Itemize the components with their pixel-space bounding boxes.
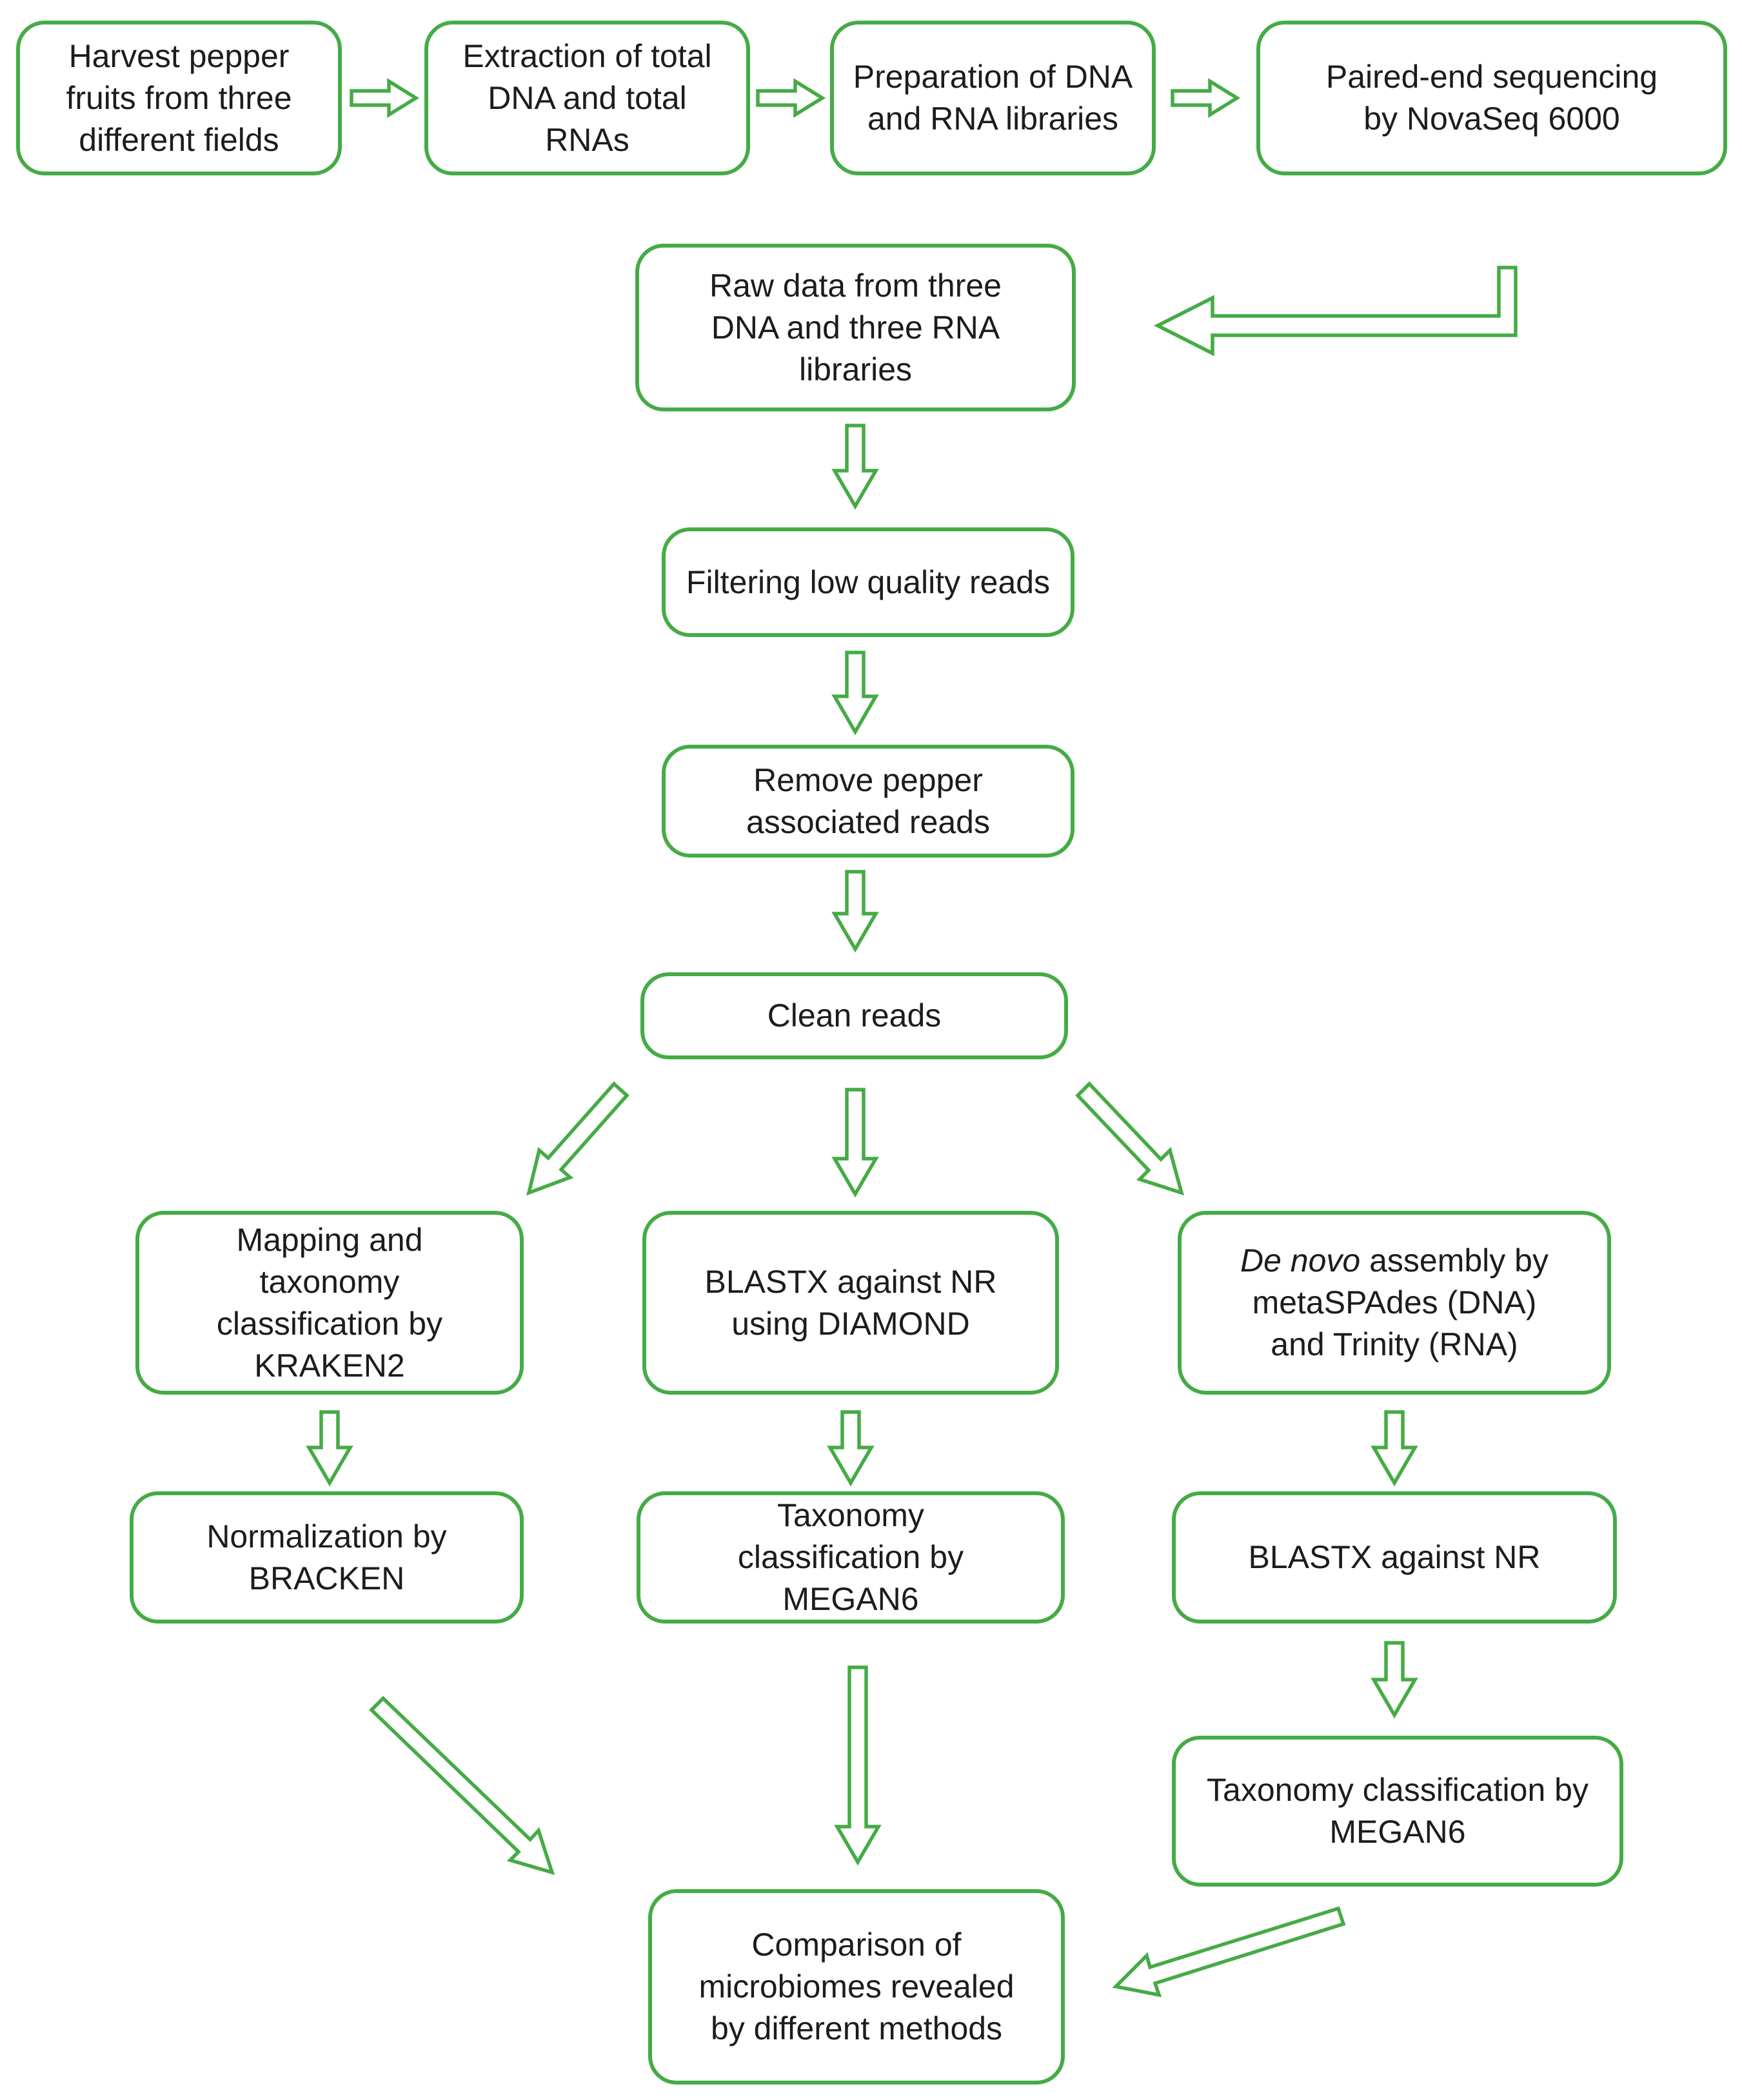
- node-denovo: De novo assembly by metaSPAdes (DNA) and…: [1178, 1211, 1611, 1395]
- node-label: Extraction of total DNA and total RNAs: [462, 37, 712, 158]
- node-label: BLASTX against NR using DIAMOND: [704, 1263, 997, 1342]
- node-label: Taxonomy classification by MEGAN6: [737, 1497, 964, 1617]
- node-harvest: Harvest pepper fruits from three differe…: [16, 21, 342, 175]
- arrow-harvest-extraction: [350, 78, 420, 118]
- arrow-cleanreads-denovo: [1075, 1081, 1184, 1196]
- node-label: Filtering low quality reads: [686, 564, 1051, 600]
- node-label: Taxonomy classification by MEGAN6: [1207, 1772, 1589, 1850]
- node-label: Comparison of microbiomes revealed by di…: [698, 1927, 1015, 2046]
- node-label: BLASTX against NR: [1248, 1539, 1541, 1575]
- arrow-cleanreads-diamond: [831, 1088, 879, 1198]
- arrow-blastx-megancontigs: [1371, 1641, 1418, 1719]
- node-label: Normalization by BRACKEN: [206, 1518, 447, 1596]
- node-label-rest: assembly by metaSPAdes (DNA) and Trinity…: [1252, 1242, 1549, 1362]
- arrow-cleanreads-kraken: [526, 1081, 629, 1196]
- node-label: Preparation of DNA and RNA libraries: [853, 59, 1133, 137]
- node-diamond: BLASTX against NR using DIAMOND: [642, 1211, 1059, 1395]
- node-blastx-contigs: BLASTX against NR: [1172, 1491, 1617, 1624]
- node-clean-reads: Clean reads: [640, 972, 1068, 1059]
- arrow-extraction-preparation: [756, 78, 826, 118]
- node-label: Clean reads: [767, 997, 942, 1034]
- node-preparation: Preparation of DNA and RNA libraries: [830, 21, 1156, 175]
- arrow-preparation-sequencing: [1171, 78, 1241, 118]
- node-kraken: Mapping and taxonomy classification by K…: [135, 1211, 524, 1395]
- node-label: Harvest pepper fruits from three differe…: [66, 37, 292, 158]
- node-comparison: Comparison of microbiomes revealed by di…: [648, 1889, 1065, 2085]
- arrow-remove-cleanreads: [831, 870, 879, 953]
- arrow-rawdata-filtering: [831, 424, 879, 510]
- node-label: Raw data from three DNA and three RNA li…: [709, 267, 1002, 388]
- arrow-sequencing-rawdata: [1153, 266, 1518, 357]
- node-sequencing: Paired-end sequencing by NovaSeq 6000: [1256, 21, 1727, 175]
- node-label: De novo assembly by metaSPAdes (DNA) and…: [1230, 1240, 1559, 1366]
- node-megan-contigs: Taxonomy classification by MEGAN6: [1172, 1736, 1623, 1887]
- node-remove-pepper: Remove pepper associated reads: [662, 745, 1074, 858]
- arrow-filtering-remove: [831, 651, 879, 736]
- arrow-meganreads-comparison: [834, 1665, 882, 1866]
- arrow-denovo-blastx: [1371, 1410, 1418, 1487]
- node-label: Paired-end sequencing by NovaSeq 6000: [1325, 59, 1658, 137]
- node-raw-data: Raw data from three DNA and three RNA li…: [635, 244, 1076, 411]
- node-extraction: Extraction of total DNA and total RNAs: [424, 21, 750, 175]
- arrow-diamond-meganreads: [827, 1410, 875, 1487]
- arrow-bracken-comparison: [369, 1696, 555, 1876]
- arrow-megancontigs-comparison: [1112, 1906, 1346, 1997]
- node-label-italic: De novo: [1240, 1242, 1361, 1279]
- node-filtering: Filtering low quality reads: [662, 527, 1074, 637]
- node-label: Remove pepper associated reads: [746, 761, 990, 840]
- node-megan-reads: Taxonomy classification by MEGAN6: [637, 1491, 1065, 1624]
- node-label: Mapping and taxonomy classification by K…: [216, 1221, 443, 1384]
- arrow-kraken-bracken: [306, 1410, 353, 1487]
- node-bracken: Normalization by BRACKEN: [130, 1491, 524, 1624]
